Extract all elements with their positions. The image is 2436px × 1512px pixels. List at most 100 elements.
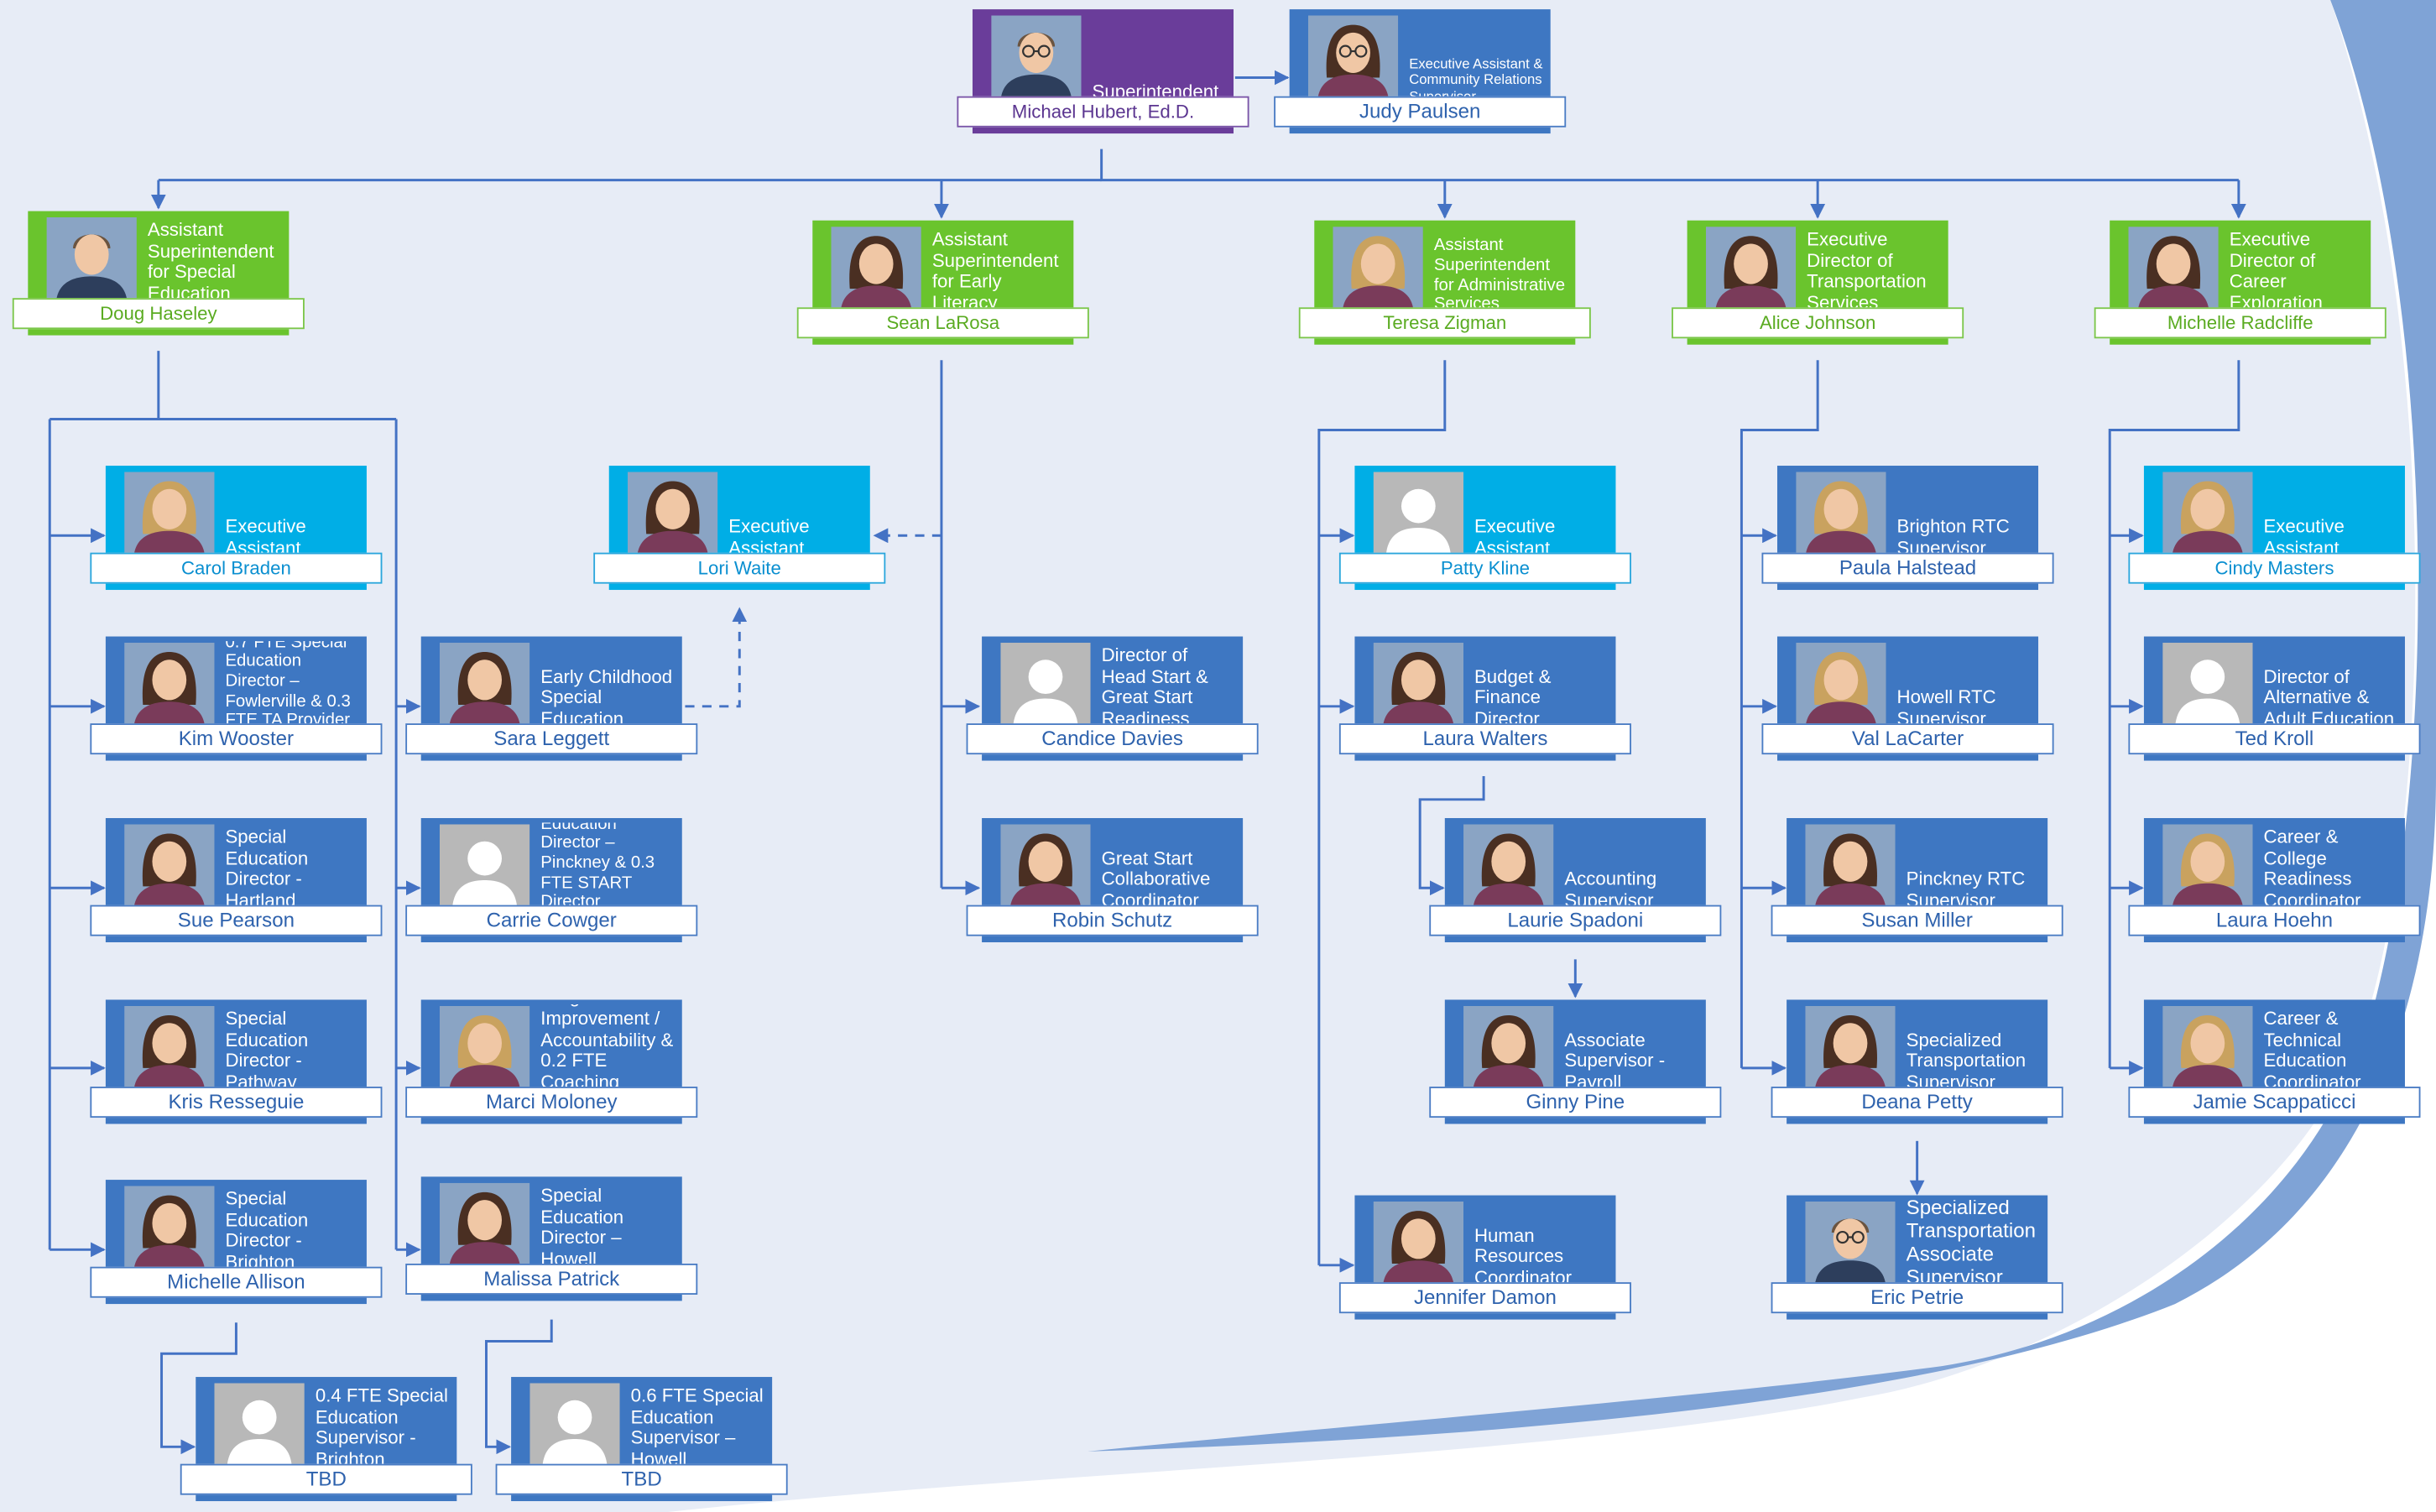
person-name: Michelle Allison bbox=[90, 1266, 383, 1298]
org-card-alice: Executive Director of Transportation Ser… bbox=[1672, 220, 1964, 345]
portrait-photo bbox=[124, 824, 215, 913]
position-title: Accounting Supervisor bbox=[1564, 868, 1657, 912]
person-name: Deana Petty bbox=[1771, 1087, 2063, 1118]
position-title: Executive Assistant bbox=[225, 515, 306, 560]
portrait-photo bbox=[439, 1005, 530, 1095]
org-card-doug: Assistant Superintendent for Special Edu… bbox=[12, 211, 305, 336]
position-title: Superintendent bbox=[1092, 81, 1219, 103]
position-title: Assistant Superintendent for Special Edu… bbox=[147, 218, 274, 305]
person-name: Patty Kline bbox=[1338, 552, 1631, 584]
org-card-candice: Director of Head Start & Great Start Rea… bbox=[966, 636, 1259, 761]
portrait-photo bbox=[2162, 472, 2253, 560]
org-card-judy: Executive Assistant & Community Relation… bbox=[1274, 9, 1567, 134]
person-name: Ginny Pine bbox=[1429, 1087, 1722, 1118]
portrait-photo bbox=[627, 472, 718, 560]
person-name: Kim Wooster bbox=[90, 723, 383, 755]
org-card-carrie: 0.7 FTE Special Education Director – Pin… bbox=[405, 818, 698, 943]
portrait-photo bbox=[2128, 227, 2219, 315]
person-name: TBD bbox=[180, 1463, 472, 1495]
position-title: Specialized Transportation Supervisor bbox=[1906, 1028, 2027, 1093]
position-title: Pinckney RTC Supervisor bbox=[1906, 868, 2026, 912]
portrait-photo bbox=[1805, 1201, 1896, 1290]
person-name: Doug Haseley bbox=[12, 298, 305, 330]
org-card-jamie: Career & Technical Education Coordinator… bbox=[2128, 999, 2421, 1124]
person-name: TBD bbox=[495, 1463, 788, 1495]
portrait-photo bbox=[46, 217, 137, 306]
portrait-photo bbox=[1463, 824, 1554, 913]
position-title: 0.7 FTE Special Education Director – Fow… bbox=[225, 641, 351, 731]
position-title: Special Education Director - Hartland bbox=[225, 825, 309, 912]
portrait-photo bbox=[1333, 227, 1423, 315]
person-name: Laura Hoehn bbox=[2128, 905, 2421, 936]
org-card-michelle-r: Executive Director of Career Exploration… bbox=[2094, 220, 2386, 345]
org-card-sean: Assistant Superintendent for Early Liter… bbox=[796, 220, 1089, 345]
position-title: Executive Director of Transportation Ser… bbox=[1807, 227, 1927, 315]
portrait-photo bbox=[124, 472, 215, 560]
position-title: Director of Alternative & Adult Educatio… bbox=[2263, 665, 2395, 730]
position-title: Executive Assistant bbox=[2263, 515, 2345, 560]
org-card-eric: Specialized Transportation Associate Sup… bbox=[1771, 1195, 2063, 1320]
portrait-photo bbox=[124, 1005, 215, 1095]
position-title: Executive Assistant bbox=[728, 515, 810, 560]
position-title: Great Start Collaborative Coordinator bbox=[1101, 847, 1211, 912]
person-name: Jennifer Damon bbox=[1338, 1282, 1631, 1314]
portrait-photo bbox=[124, 642, 215, 732]
portrait-photo bbox=[1805, 1005, 1896, 1095]
position-title: Special Education Director - Brighton bbox=[225, 1186, 309, 1274]
person-name: Eric Petrie bbox=[1771, 1282, 2063, 1314]
portrait-photo bbox=[1307, 15, 1399, 104]
person-name: Judy Paulsen bbox=[1274, 96, 1567, 128]
person-name: Sara Leggett bbox=[405, 723, 698, 755]
person-name: Alice Johnson bbox=[1672, 307, 1964, 339]
person-name: Carrie Cowger bbox=[405, 905, 698, 936]
position-title: Associate Supervisor - Payroll bbox=[1564, 1028, 1666, 1093]
position-title: Budget & Finance Director bbox=[1474, 665, 1552, 730]
portrait-photo bbox=[439, 642, 530, 732]
position-title: Executive Director of Career Exploration bbox=[2229, 227, 2323, 315]
portrait-photo bbox=[1373, 472, 1464, 560]
portrait-photo bbox=[1000, 824, 1091, 913]
portrait-photo bbox=[124, 1186, 215, 1275]
position-title: Specialized Transportation Associate Sup… bbox=[1906, 1200, 2036, 1289]
portrait-photo bbox=[529, 1383, 620, 1472]
person-name: Val LaCarter bbox=[1761, 723, 2054, 755]
position-title: Special Education Director – Howell bbox=[540, 1184, 624, 1270]
portrait-photo bbox=[1805, 824, 1896, 913]
portrait-photo bbox=[1796, 472, 1886, 560]
person-name: Marci Moloney bbox=[405, 1087, 698, 1118]
portrait-photo bbox=[1373, 1201, 1464, 1290]
person-name: Susan Miller bbox=[1771, 905, 2063, 936]
position-title: 0.8 FTE Program Improvement / Accountabi… bbox=[540, 1004, 674, 1093]
portrait-photo bbox=[1463, 1005, 1554, 1095]
portrait-photo bbox=[439, 824, 530, 913]
portrait-photo bbox=[439, 1182, 530, 1272]
portrait-photo bbox=[214, 1383, 305, 1472]
person-name: Michelle Radcliffe bbox=[2094, 307, 2386, 339]
portrait-photo bbox=[1000, 642, 1091, 732]
position-title: 0.4 FTE Special Education Supervisor - B… bbox=[315, 1384, 448, 1471]
position-title: Howell RTC Supervisor bbox=[1896, 686, 1996, 730]
position-title: Special Education Director - Pathway bbox=[225, 1007, 309, 1093]
portrait-photo bbox=[1373, 642, 1464, 732]
person-name: Candice Davies bbox=[966, 723, 1259, 755]
position-title: Human Resources Coordinator bbox=[1474, 1224, 1573, 1289]
position-title: Early Childhood Special Education bbox=[540, 665, 673, 730]
portrait-photo bbox=[1796, 642, 1886, 732]
person-name: Laurie Spadoni bbox=[1429, 905, 1722, 936]
portrait-photo bbox=[1705, 227, 1797, 315]
